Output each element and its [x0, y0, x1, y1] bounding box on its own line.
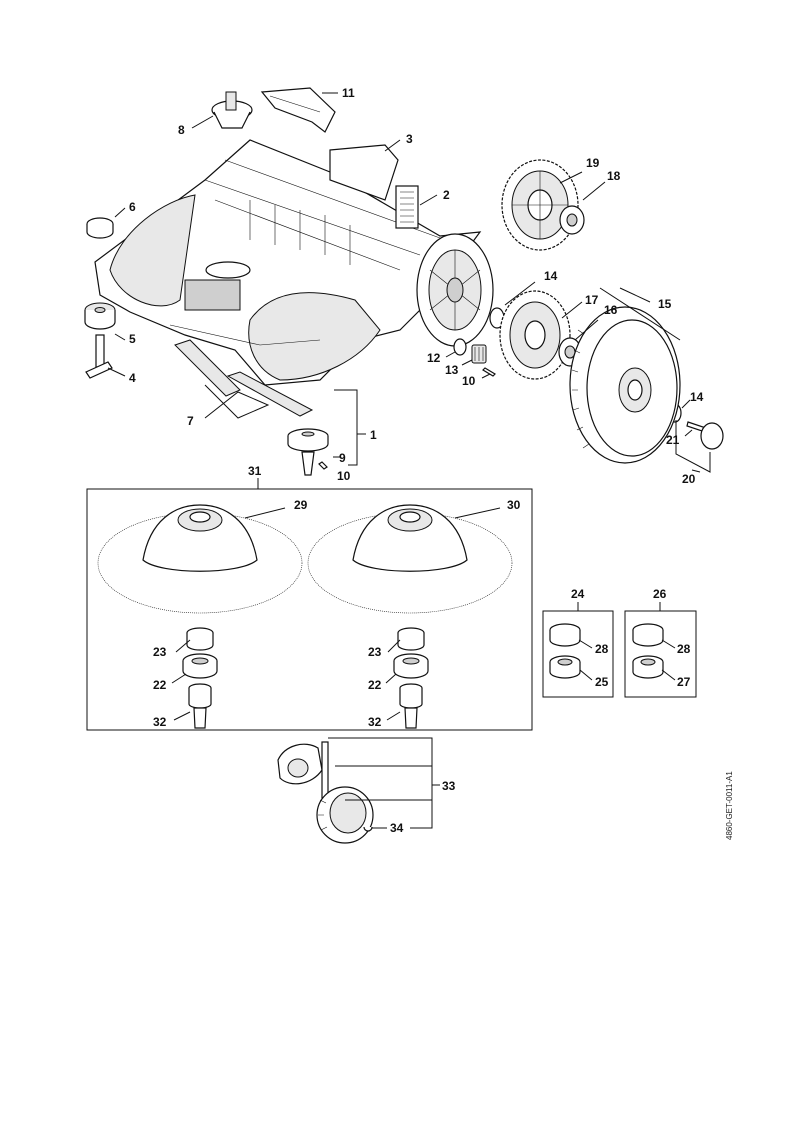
callout-19: 19: [586, 156, 600, 170]
callout-28-kit24: 28: [595, 642, 609, 656]
kit-26-parts: [632, 623, 664, 679]
callout-labels: 1 2 3 4 5 6 7 8 9 10 10 11 12 13 14 14 1…: [129, 86, 704, 835]
brush-assembly-box-31: [86, 488, 533, 731]
filter-part-2: [395, 185, 419, 229]
roller-part-5: [84, 302, 116, 330]
kit-24-parts: [549, 623, 581, 679]
gear-part-17: [499, 290, 571, 380]
callout-27: 27: [677, 675, 691, 689]
callout-26: 26: [653, 587, 667, 601]
brush-adapter-right: [393, 627, 429, 729]
callout-5: 5: [129, 332, 136, 346]
callout-16: 16: [604, 303, 618, 317]
bumper-part-6: [86, 217, 114, 239]
callout-10-upper: 10: [462, 374, 476, 388]
callout-3: 3: [406, 132, 413, 146]
cap-part-11: [260, 87, 336, 133]
screw-part-10-upper: [482, 367, 496, 377]
callout-7: 7: [187, 414, 194, 428]
callout-28-kit26: 28: [677, 642, 691, 656]
knob-part-8: [211, 91, 253, 129]
spindle-part-9: [287, 428, 329, 476]
brush-adapter-left: [182, 627, 218, 729]
callout-32-left: 32: [153, 715, 167, 729]
callout-29: 29: [294, 498, 308, 512]
callout-23-right: 23: [368, 645, 382, 659]
callout-2: 2: [443, 188, 450, 202]
leader-lines: [107, 92, 711, 829]
callout-13: 13: [445, 363, 459, 377]
wheel-part-15: [569, 306, 681, 464]
callout-9: 9: [339, 451, 346, 465]
callout-6: 6: [129, 200, 136, 214]
callout-12: 12: [427, 351, 441, 365]
clip-part-34: [363, 826, 373, 832]
brush-part-30: [307, 504, 513, 614]
screw-part-10-lower: [318, 461, 328, 470]
callout-20: 20: [682, 472, 696, 486]
callout-17: 17: [585, 293, 599, 307]
callout-15: 15: [658, 297, 672, 311]
flap-part-3: [329, 144, 399, 201]
gear-part-19: [501, 159, 579, 251]
housing-part-1: [94, 139, 494, 386]
callout-30: 30: [507, 498, 521, 512]
callout-33: 33: [442, 779, 456, 793]
callout-21: 21: [666, 433, 680, 447]
callout-11: 11: [342, 86, 355, 100]
callout-1: 1: [370, 428, 377, 442]
callout-8: 8: [178, 123, 185, 137]
callout-34: 34: [390, 821, 404, 835]
callout-32-right: 32: [368, 715, 382, 729]
brush-part-29: [97, 504, 303, 614]
pin-part-4: [85, 334, 113, 379]
callout-18: 18: [607, 169, 621, 183]
callout-23-left: 23: [153, 645, 167, 659]
coupling-part-18: [559, 205, 585, 235]
callout-31: 31: [248, 464, 262, 478]
bars-part-7: [174, 339, 314, 417]
diagram-code: 4860-GET-0011-A1: [725, 771, 734, 840]
wheel-assembly-part-33: [277, 741, 374, 844]
callout-22-left: 22: [153, 678, 167, 692]
callout-22-right: 22: [368, 678, 382, 692]
callout-4: 4: [129, 371, 136, 385]
callout-10-lower: 10: [337, 469, 351, 483]
pinion-part-13: [471, 344, 487, 364]
callout-14-lower: 14: [690, 390, 704, 404]
callout-14-upper: 14: [544, 269, 558, 283]
washer-part-12: [453, 338, 467, 356]
callout-25: 25: [595, 675, 609, 689]
callout-24: 24: [571, 587, 585, 601]
cap-part-20: [700, 422, 724, 450]
